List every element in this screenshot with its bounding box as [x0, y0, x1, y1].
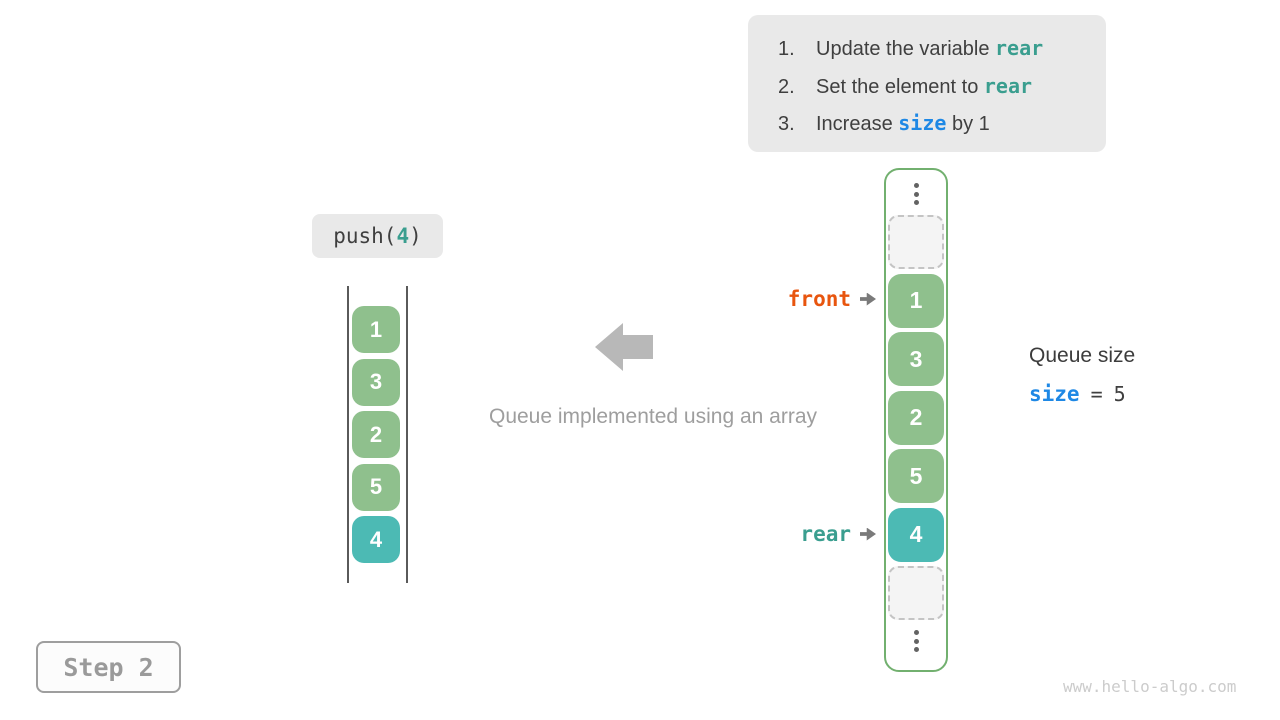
dot [913, 183, 919, 188]
push-close-paren: ) [409, 224, 422, 248]
front-pointer-arrow-icon [860, 292, 876, 306]
dot [913, 191, 919, 197]
queue-cell: 2 [352, 411, 400, 458]
code-token-rear: rear [983, 73, 1033, 98]
queue-cell: 5 [352, 463, 400, 511]
queue-cell: 3 [352, 358, 400, 406]
rear-pointer-label: rear [800, 522, 851, 546]
equals-sign: = [1090, 382, 1103, 406]
instruction-text: Increase [816, 113, 899, 135]
instruction-step-3: 3. Increase size by 1 [778, 105, 1106, 143]
ellipsis-icon-top [913, 183, 919, 205]
queue-stack: 1 3 2 5 4 [352, 306, 400, 563]
size-value: 5 [1113, 382, 1126, 406]
dot [913, 630, 919, 635]
watermark: www.hello-algo.com [1063, 677, 1237, 696]
instruction-panel: 1. Update the variable rear 2. Set the ele… [748, 15, 1106, 152]
array-slot-list: 1 3 2 5 4 [888, 215, 944, 620]
front-pointer: front [746, 287, 876, 311]
dot [913, 647, 919, 652]
queue-cell-new: 4 [352, 516, 400, 563]
array-slot-empty [888, 566, 944, 620]
dot [913, 638, 919, 644]
push-operation-label: push(4) [312, 214, 443, 258]
step-badge: Step 2 [36, 641, 181, 693]
rear-pointer-arrow-icon [860, 527, 876, 541]
array-slot: 1 [888, 273, 944, 328]
array-container: 1 3 2 5 4 [884, 168, 948, 672]
size-variable: size [1029, 382, 1080, 406]
instruction-number: 1. [778, 38, 795, 60]
instruction-number: 2. [778, 75, 795, 98]
array-slot-empty [888, 215, 944, 269]
array-slot: 2 [888, 390, 944, 445]
instruction-text: Set the element to [816, 75, 984, 98]
instruction-step-2: 2. Set the element to rear [778, 68, 1106, 106]
rear-pointer: rear [746, 522, 876, 546]
instruction-number: 3. [778, 113, 795, 135]
code-token-size: size [898, 111, 947, 135]
stack-boundary-line-right [406, 286, 408, 583]
stack-boundary-line-left [347, 286, 349, 583]
left-block-arrow-icon [595, 322, 653, 377]
ellipsis-icon-bottom [913, 630, 919, 652]
instruction-text: by 1 [946, 113, 990, 135]
push-arg-value: 4 [396, 224, 410, 248]
dot [913, 200, 919, 205]
code-token-rear: rear [995, 36, 1044, 60]
queue-size-value-line: size = 5 [1029, 382, 1135, 406]
array-slot: 3 [888, 332, 944, 386]
diagram-caption: Queue implemented using an array [488, 405, 818, 428]
instruction-step-1: 1. Update the variable rear [778, 30, 1106, 68]
push-fn-text: push( [333, 224, 397, 248]
array-slot: 5 [888, 449, 944, 503]
front-pointer-label: front [787, 287, 851, 311]
array-slot-new: 4 [888, 507, 944, 562]
queue-size-title: Queue size [1029, 344, 1136, 367]
queue-size-panel: Queue size size = 5 [1029, 344, 1135, 406]
queue-cell: 1 [352, 306, 400, 353]
instruction-text: Update the variable [816, 38, 996, 60]
